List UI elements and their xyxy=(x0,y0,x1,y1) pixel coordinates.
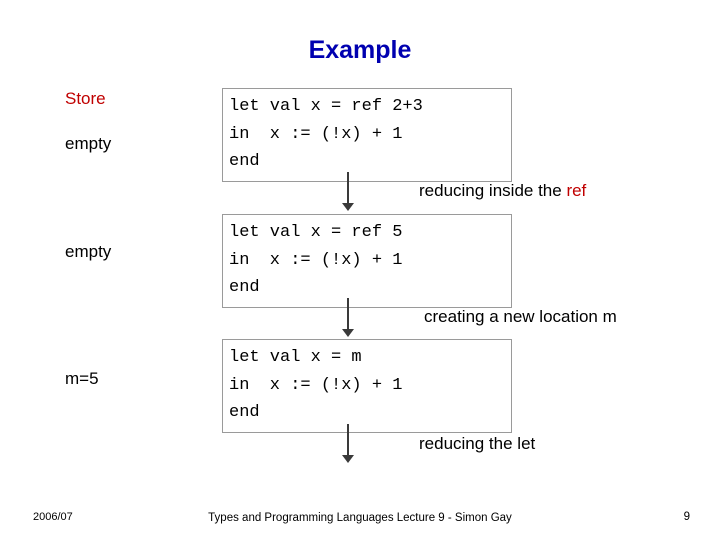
annotation-1: reducing inside the ref xyxy=(419,181,586,201)
down-arrow-icon-2 xyxy=(340,298,356,338)
store-state-1: empty xyxy=(65,134,112,153)
code-block-2: let val x = ref 5 in x := (!x) + 1 end xyxy=(222,214,512,309)
store-column-label: Store xyxy=(65,89,106,108)
code-block-1: let val x = ref 2+3 in x := (!x) + 1 end xyxy=(222,88,512,183)
footer-center-text: Types and Programming Languages Lecture … xyxy=(208,512,512,524)
annotation-2-text: creating a new location xyxy=(424,307,603,326)
store-state-3: m=5 xyxy=(65,369,99,388)
annotation-2-suffix: m xyxy=(602,307,617,326)
store-state-2: empty xyxy=(65,242,112,261)
code-block-3: let val x = m in x := (!x) + 1 end xyxy=(222,339,512,434)
annotation-1-text: reducing inside the xyxy=(419,181,567,200)
annotation-3-text: reducing the let xyxy=(419,434,536,453)
page-title: Example xyxy=(308,36,412,64)
annotation-3: reducing the let xyxy=(419,434,535,454)
annotation-2: creating a new location m xyxy=(424,307,617,327)
down-arrow-icon-1 xyxy=(340,172,356,212)
footer-page-number: 9 xyxy=(683,511,690,523)
down-arrow-icon-3 xyxy=(340,424,356,464)
annotation-1-highlight: ref xyxy=(566,181,587,200)
footer-date: 2006/07 xyxy=(33,511,73,523)
